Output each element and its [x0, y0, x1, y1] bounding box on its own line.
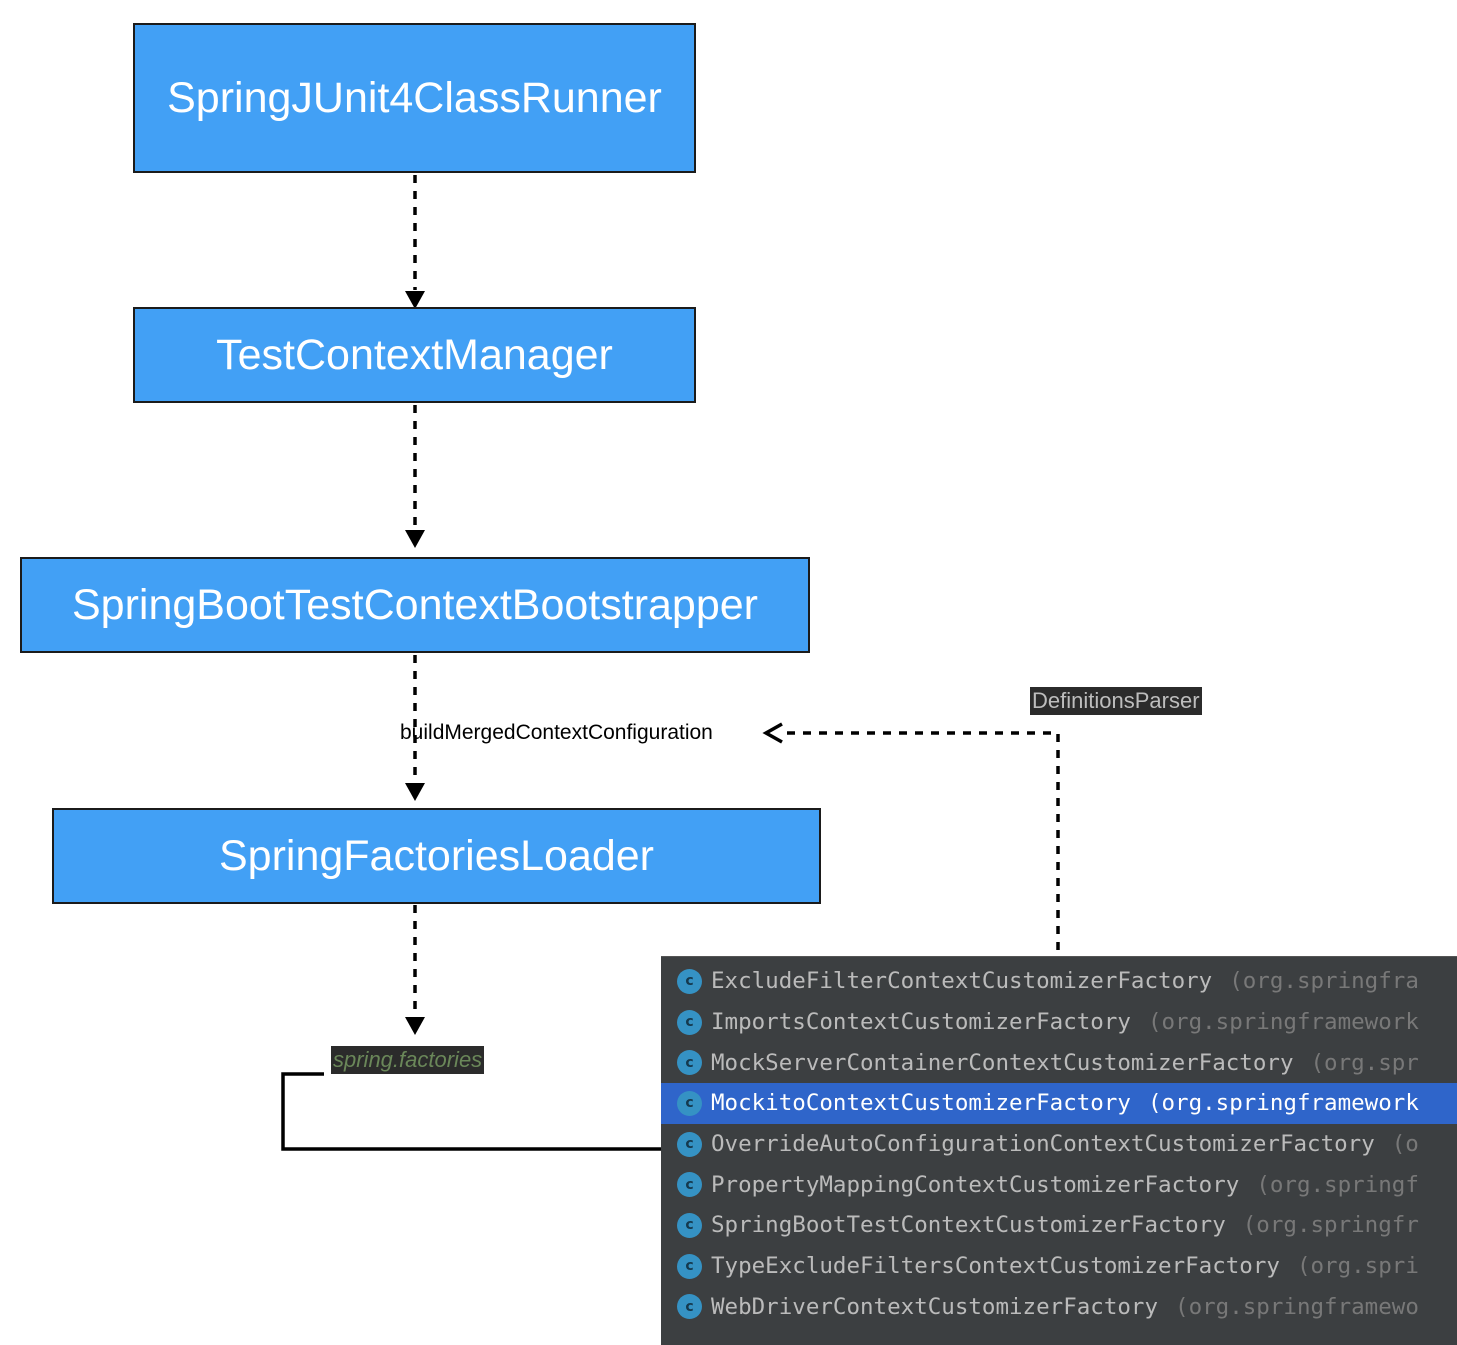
- completion-item-name: TypeExcludeFiltersContextCustomizerFacto…: [711, 1253, 1280, 1280]
- completion-item-package: (org.springframework: [1147, 1090, 1419, 1117]
- completion-item-name: MockServerContainerContextCustomizerFact…: [711, 1049, 1294, 1076]
- completion-item[interactable]: c PropertyMappingContextCustomizerFactory…: [661, 1164, 1457, 1205]
- bracket-factories-to-popup: [281, 1072, 662, 1151]
- completion-popup[interactable]: c ExcludeFilterContextCustomizerFactory (o…: [661, 956, 1457, 1345]
- completion-item-name: ExcludeFilterContextCustomizerFactory: [711, 968, 1213, 995]
- completion-item[interactable]: c TypeExcludeFiltersContextCustomizerFact…: [661, 1246, 1457, 1287]
- class-icon: c: [677, 1253, 702, 1279]
- completion-item-package: (org.springf: [1256, 1171, 1419, 1198]
- class-icon: c: [677, 1294, 702, 1320]
- spring-factories-tag: spring.factories: [331, 1046, 485, 1074]
- node-spring-boot-test-context-bootstrapper: SpringBootTestContextBootstrapper: [20, 557, 810, 653]
- completion-item-package: (o: [1391, 1131, 1419, 1158]
- completion-item-package: (org.spri: [1296, 1253, 1419, 1280]
- completion-item[interactable]: c MockServerContainerContextCustomizerFac…: [661, 1042, 1457, 1083]
- node-spring-factories-loader: SpringFactoriesLoader: [52, 808, 821, 904]
- arrowhead-loader: [405, 783, 425, 801]
- completion-item-name: OverrideAutoConfigurationContextCustomiz…: [711, 1131, 1375, 1158]
- class-icon: c: [677, 1050, 702, 1076]
- completion-item-package: (org.spr: [1310, 1049, 1419, 1076]
- class-icon: c: [677, 1009, 702, 1035]
- class-icon: c: [677, 1212, 702, 1238]
- completion-item-name: PropertyMappingContextCustomizerFactory: [711, 1171, 1240, 1198]
- node-test-context-manager: TestContextManager: [133, 307, 696, 403]
- completion-item[interactable]: c ImportsContextCustomizerFactory (org.spr…: [661, 1002, 1457, 1043]
- completion-item-package: (org.springfra: [1229, 968, 1419, 995]
- arrowhead-bootstrapper: [405, 530, 425, 548]
- arrowhead-edge-label: [762, 722, 783, 744]
- completion-item-name: ImportsContextCustomizerFactory: [711, 1009, 1131, 1036]
- completion-item-package: (org.springfr: [1242, 1212, 1419, 1239]
- completion-item[interactable]: c ExcludeFilterContextCustomizerFactory (o…: [661, 961, 1457, 1002]
- definitions-parser-tag: DefinitionsParser: [1030, 687, 1202, 715]
- completion-item-package: (org.springframework: [1147, 1009, 1419, 1036]
- completion-item[interactable]: c MockitoContextCustomizerFactory (org.spr…: [661, 1083, 1457, 1124]
- completion-item[interactable]: c OverrideAutoConfigurationContextCustomi…: [661, 1124, 1457, 1165]
- arrowhead-factories: [405, 1017, 425, 1035]
- class-icon: c: [677, 968, 702, 994]
- completion-item[interactable]: c WebDriverContextCustomizerFactory (org.s…: [661, 1287, 1457, 1328]
- edge-label-build-merged-context-configuration: buildMergedContextConfiguration: [400, 721, 713, 744]
- completion-item[interactable]: c SpringBootTestContextCustomizerFactory (…: [661, 1205, 1457, 1246]
- completion-item-name: MockitoContextCustomizerFactory: [711, 1090, 1131, 1117]
- node-spring-junit4-class-runner: SpringJUnit4ClassRunner: [133, 23, 696, 173]
- class-icon: c: [677, 1131, 702, 1157]
- completion-item-name: WebDriverContextCustomizerFactory: [711, 1293, 1159, 1320]
- class-icon: c: [677, 1090, 702, 1116]
- arrowhead-manager: [405, 291, 425, 309]
- completion-item-package: (org.springframewo: [1175, 1293, 1419, 1320]
- class-icon: c: [677, 1172, 702, 1198]
- arrow-parser-to-edge-label: [780, 731, 1060, 950]
- completion-item-name: SpringBootTestContextCustomizerFactory: [711, 1212, 1226, 1239]
